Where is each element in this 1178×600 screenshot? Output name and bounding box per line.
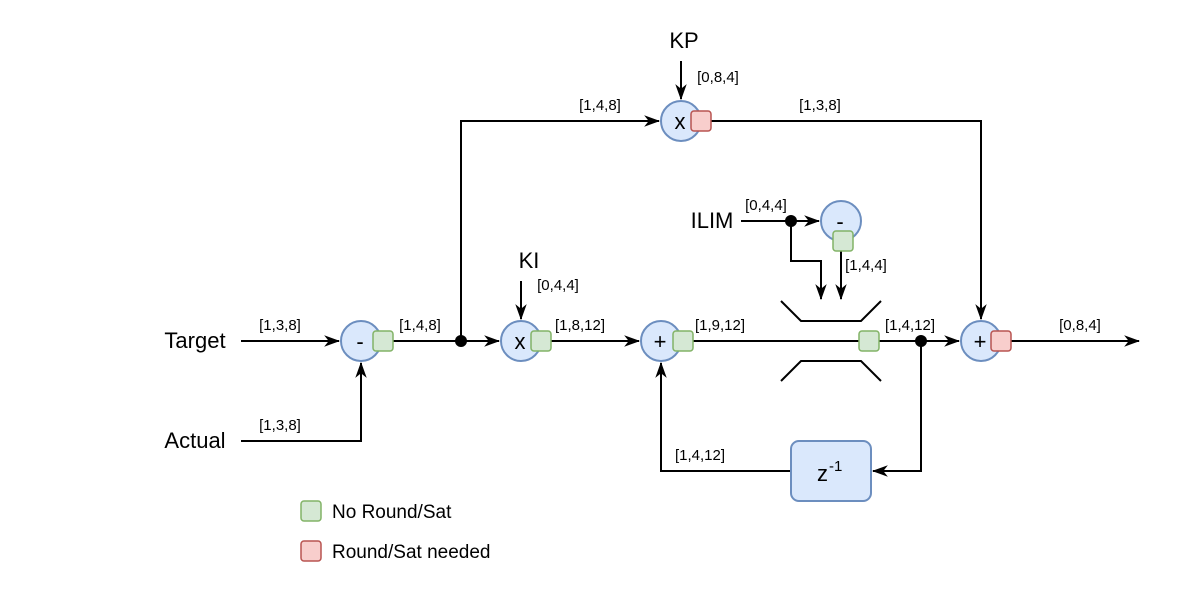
kp-multiply-symbol: x — [675, 109, 686, 134]
delay-exponent: -1 — [829, 458, 842, 475]
format-error-to-kp: [1,4,8] — [579, 97, 621, 114]
delay-block: z -1 — [790, 440, 872, 502]
feedback-to-delay-wire — [871, 341, 922, 477]
ki-no-round-marker — [530, 330, 552, 352]
format-kp: [0,8,4] — [697, 69, 739, 86]
actual-wire — [241, 361, 367, 442]
format-kp-product: [1,3,8] — [799, 97, 841, 114]
format-actual: [1,3,8] — [259, 417, 301, 434]
format-feedback: [1,4,12] — [675, 447, 725, 464]
output-round-marker — [990, 330, 1012, 352]
format-target: [1,3,8] — [259, 317, 301, 334]
ilim-no-round-marker — [832, 230, 854, 252]
ki-multiply-symbol: x — [515, 329, 526, 354]
format-ki: [0,4,4] — [537, 277, 579, 294]
legend-no-round-label: No Round/Sat — [332, 502, 452, 523]
format-neg-ilim: [1,4,4] — [845, 257, 887, 274]
feedback-wire — [655, 361, 791, 472]
error-to-kp-wire — [460, 115, 661, 341]
target-label: Target — [164, 328, 225, 353]
ilim-branch-dot — [785, 215, 797, 227]
legend-round-label: Round/Sat needed — [332, 542, 490, 563]
saturation-block — [780, 300, 882, 382]
kp-label: KP — [669, 28, 698, 53]
format-sum: [1,9,12] — [695, 317, 745, 334]
ilim-label: ILIM — [691, 208, 734, 233]
subtract-no-round-marker — [372, 330, 394, 352]
format-error: [1,4,8] — [399, 317, 441, 334]
output-adder-node: + — [960, 320, 1002, 362]
format-clamped: [1,4,12] — [885, 317, 935, 334]
legend-round-swatch — [300, 540, 322, 562]
ki-label: KI — [519, 248, 540, 273]
saturation-no-round-marker — [858, 330, 880, 352]
output-adder-symbol: + — [974, 329, 987, 354]
format-ki-product: [1,8,12] — [555, 317, 605, 334]
legend-no-round-swatch — [300, 500, 322, 522]
integrator-adder-symbol: + — [654, 329, 667, 354]
ilim-to-sat-wire — [790, 221, 827, 301]
subtract-symbol: - — [356, 329, 363, 354]
format-ilim: [0,4,4] — [745, 197, 787, 214]
format-output: [0,8,4] — [1059, 317, 1101, 334]
kp-product-wire — [711, 120, 987, 321]
ilim-negate-symbol: - — [836, 209, 843, 234]
error-branch-dot — [455, 335, 467, 347]
legend: No Round/Sat Round/Sat needed — [300, 500, 490, 563]
actual-label: Actual — [164, 428, 225, 453]
integrator-branch-dot — [915, 335, 927, 347]
integrator-no-round-marker — [672, 330, 694, 352]
delay-symbol: z — [817, 461, 828, 486]
kp-round-marker — [690, 110, 712, 132]
